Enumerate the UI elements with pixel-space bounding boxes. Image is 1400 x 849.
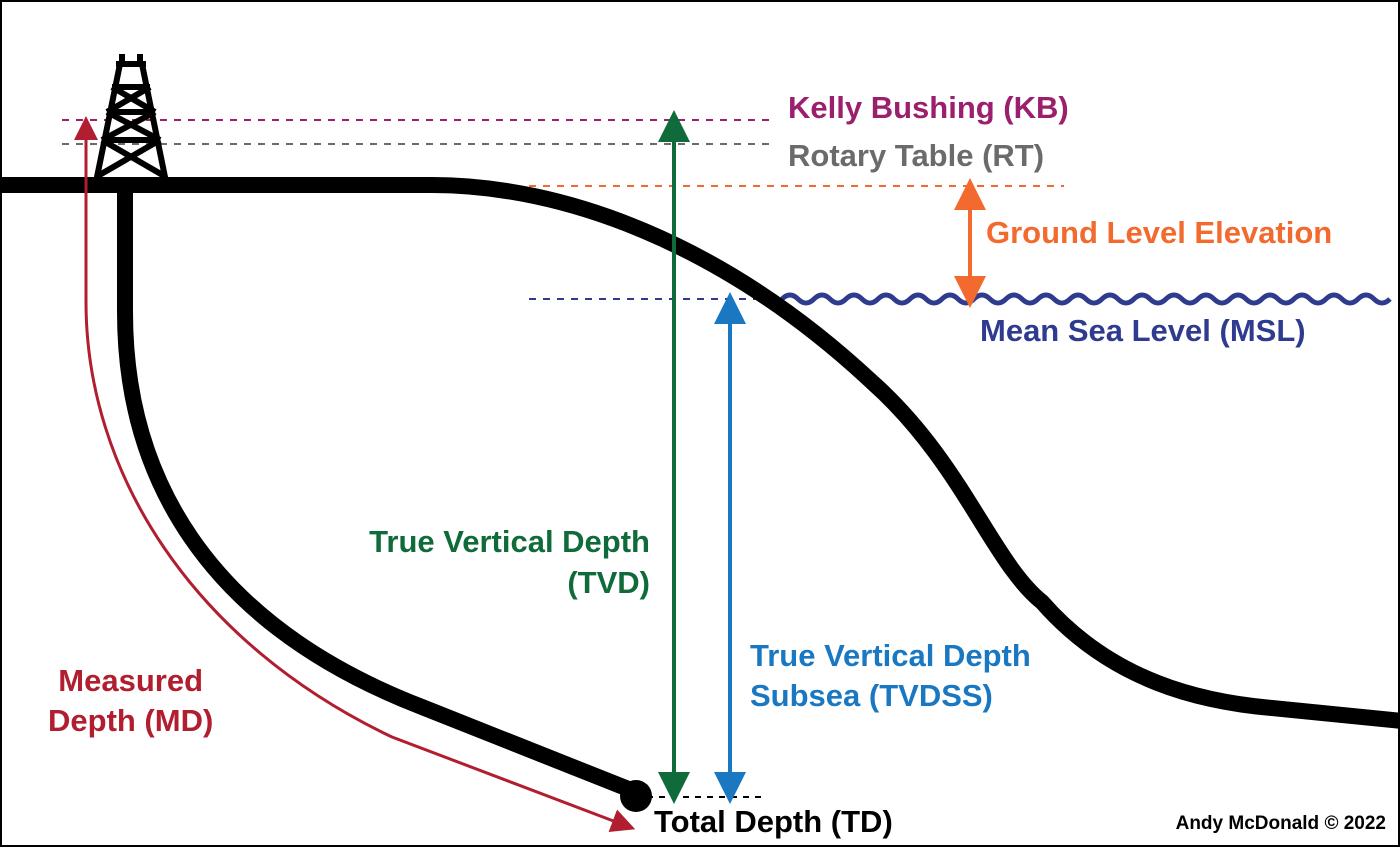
md-label-line1: Measured	[58, 663, 204, 698]
ground-level-elevation-label: Ground Level Elevation	[986, 215, 1333, 250]
kelly-bushing-label: Kelly Bushing (KB)	[788, 90, 1069, 125]
mean-sea-level-label: Mean Sea Level (MSL)	[980, 313, 1306, 348]
md-label: Measured Depth (MD)	[48, 661, 213, 741]
md-arrow	[74, 116, 636, 832]
drilling-rig-icon	[93, 54, 169, 183]
total-depth-marker	[620, 780, 652, 812]
credit-label: Andy McDonald © 2022	[1175, 813, 1386, 834]
sea-wave	[780, 292, 1392, 306]
md-label-line2: Depth (MD)	[48, 703, 214, 738]
tvd-label: True Vertical Depth (TVD)	[369, 521, 650, 603]
rotary-table-label: Rotary Table (RT)	[788, 138, 1045, 173]
total-depth-label: Total Depth (TD)	[654, 804, 893, 839]
tvdss-label-line2: Subsea (TVDSS)	[750, 678, 993, 713]
tvd-label-line2: (TVD)	[567, 565, 650, 600]
terrain-line	[2, 177, 1400, 729]
tvdss-label-line1: True Vertical Depth	[750, 638, 1031, 673]
tvd-label-line1: True Vertical Depth	[369, 524, 650, 559]
tvdss-label: True Vertical Depth Subsea (TVDSS)	[750, 636, 1031, 716]
